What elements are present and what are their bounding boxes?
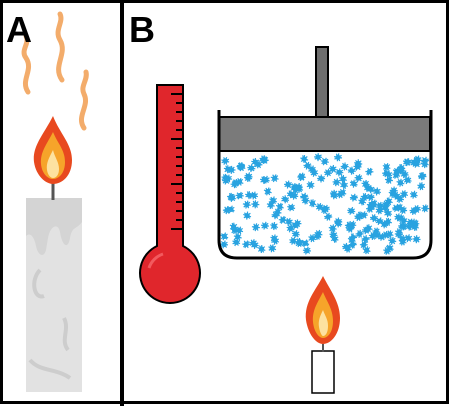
candle-flame-a [34,116,72,184]
smoke-wisp-right [81,72,86,128]
gas-particle [421,205,429,213]
smoke-wisp-middle [58,14,62,80]
gas-particle [356,230,364,238]
gas-particle [410,191,418,199]
gas-particle [404,234,412,242]
panel-label-a: A [6,12,32,48]
piston-plate [219,117,430,151]
gas-particle [221,233,229,241]
gas-particle [363,246,371,254]
gas-particle [251,200,259,208]
gas-particle [347,207,355,215]
candle-large [26,180,82,392]
gas-particle [243,201,251,209]
gas-particles [220,153,429,255]
gas-particle [388,237,396,245]
panel-a [24,14,86,392]
gas-particle [348,167,356,175]
small-candle-body [312,351,334,393]
gas-particle [373,188,381,196]
gas-particle [417,182,425,190]
gas-particle [309,199,316,207]
gas-particle [354,159,362,167]
gas-particle [276,203,284,211]
gas-particle [243,212,251,220]
gas-particle [242,241,250,249]
panel-b [140,47,431,393]
gas-container [219,47,431,258]
gas-particle [360,241,368,249]
gas-particle [317,175,325,183]
gas-particle [390,187,398,195]
gas-particle [383,247,391,255]
piston-rod [316,47,328,119]
gas-particle [264,188,272,196]
gas-particle [321,158,329,165]
gas-particle [413,235,421,243]
gas-particle [287,204,295,211]
gas-particle [404,177,412,185]
candle-small [306,276,340,393]
gas-particle [231,180,239,188]
gas-particle [303,247,311,255]
gas-particle [350,180,357,188]
gas-particle [397,179,405,187]
gas-particle [269,244,277,252]
gas-particle [385,170,392,178]
gas-particle [300,155,308,163]
gas-particle [355,174,363,182]
thermometer [140,85,200,303]
gas-particle [341,163,349,171]
gas-particle [252,223,260,231]
gas-particle [261,222,269,230]
gas-particle [314,153,322,161]
gas-particle [236,192,244,199]
gas-particle [258,245,266,253]
gas-particle [365,168,373,175]
gas-particle [302,240,310,247]
gas-particle [307,181,315,189]
gas-particle [271,174,279,182]
smoke-wisps [24,14,86,128]
thermometer-tube [140,85,200,303]
gas-particle [333,178,341,186]
gas-particle [247,164,255,172]
gas-particle [340,181,348,189]
gas-particle [324,213,332,221]
gas-particle [281,195,289,203]
gas-particle [385,176,393,184]
gas-particle [292,230,300,238]
gas-particle [221,157,229,165]
panel-label-b: B [129,12,155,48]
gas-particle [274,208,282,216]
gas-particle [350,194,358,202]
gas-particle [270,222,278,230]
gas-particle [334,153,342,161]
